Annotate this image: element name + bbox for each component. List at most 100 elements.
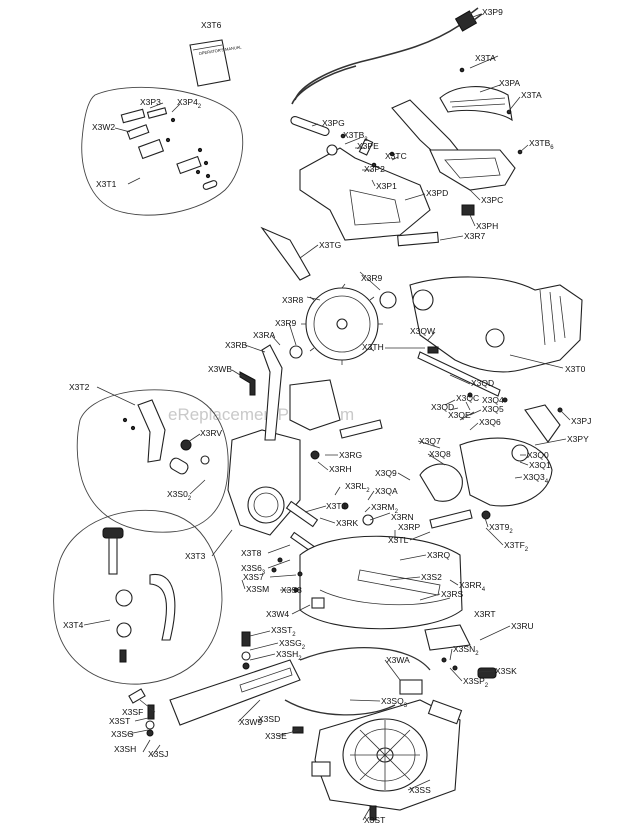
label-x3sn-sub: 2 [475, 651, 479, 657]
label-x3q4: X3Q4 [482, 395, 504, 405]
label-x3p4: X3P42 [177, 97, 202, 110]
base-x3ss [311, 699, 463, 821]
label-x3t2: X3T2 [69, 382, 90, 392]
label-x3rp: X3RP [398, 522, 421, 532]
label-x3ta: X3TA [475, 53, 496, 63]
label-x3q6: X3Q6 [479, 417, 501, 427]
group-outline-x3t4 [53, 509, 223, 685]
label-x3w4: X3W4 [266, 609, 289, 619]
label-x3t9: X3T92 [489, 522, 513, 535]
label-x3p9: X3P9 [482, 7, 503, 17]
base-small-parts [128, 557, 497, 737]
label-x3sp-sub: 2 [485, 683, 489, 689]
label-x3sk: X3SK [495, 666, 517, 676]
label-x3s7: X3S7 [243, 572, 264, 582]
handle-grip-x3pa [439, 86, 513, 122]
small-parts-x3t1 [120, 107, 218, 190]
label-x3tb2-sub: 2 [364, 137, 368, 143]
label-x3tl: X3TL [388, 535, 409, 545]
label-x3sf: X3SF [122, 707, 143, 717]
label-x3rr-sub: 4 [482, 587, 486, 593]
label-x3rg: X3RG [339, 450, 362, 460]
label-x3rl: X3RL2 [345, 481, 370, 494]
fence-x3sd [169, 659, 301, 726]
label-x3pg: X3PG [322, 118, 345, 128]
label-x3r9-top: X3R9 [361, 273, 383, 283]
label-x3t0: X3T0 [565, 364, 586, 374]
label-x3q1: X3Q1 [529, 460, 551, 470]
label-x3wa: X3WA [386, 655, 410, 665]
power-cord [291, 7, 483, 105]
label-x3rt: X3RT [474, 609, 496, 619]
label-x3rh: X3RH [329, 464, 352, 474]
label-x3tc: X3TC [385, 151, 407, 161]
label-x3wb: X3WB [208, 364, 232, 374]
label-x3w9: X3W9 [239, 717, 262, 727]
label-x3sq: X3SQ3 [381, 696, 408, 709]
label-x3sp: X3SP2 [463, 676, 489, 689]
label-x3se: X3SE [265, 731, 287, 741]
label-x3tb6-sub: 6 [550, 145, 554, 151]
part-labels: X3T6 X3P9 X3TA X3PA X3TA X3P3 X3P42 X3W2… [63, 7, 591, 825]
knob-and-rod-x3t4 [102, 527, 176, 663]
label-x3pe: X3PE [357, 141, 379, 151]
saw-blade-x3r8 [301, 283, 383, 365]
label-x3tf: X3TF2 [504, 540, 529, 553]
label-x3sh2: X3SH2 [276, 649, 302, 662]
label-x3t6: X3T6 [201, 20, 222, 30]
label-x3sg2: X3SG2 [279, 638, 306, 651]
mid-small-parts [180, 346, 563, 529]
label-x3t4: X3T4 [63, 620, 84, 630]
label-x3q5: X3Q5 [482, 404, 504, 414]
label-x3pc: X3PC [481, 195, 503, 205]
upper-guard-motor-x3t0 [409, 276, 583, 373]
label-x3ru: X3RU [511, 621, 534, 631]
label-x3t3: X3T3 [185, 551, 206, 561]
label-x3rq: X3RQ [427, 550, 451, 560]
label-x3rr: X3RR4 [459, 580, 486, 593]
label-x3rm: X3RM2 [371, 502, 399, 515]
label-x3ta-2: X3TA [521, 90, 542, 100]
handle-small-parts [260, 67, 523, 281]
label-x3qa: X3QA [375, 486, 398, 496]
lever-x3t2 [122, 399, 189, 475]
label-x3tf-sub: 2 [525, 547, 529, 553]
lower-guard-x3q7 [459, 404, 561, 507]
label-x3st2: X3ST2 [271, 625, 296, 638]
blade-washer [379, 291, 397, 309]
label-x3t9-sub: 2 [509, 529, 513, 535]
label-x3st-bottom: X3ST [364, 815, 385, 825]
handle-body-x3pd [299, 99, 516, 241]
label-x3ss: X3SS [409, 785, 431, 795]
label-x3p1: X3P1 [376, 181, 397, 191]
label-x3sg2-sub: 2 [302, 645, 306, 651]
label-x3sq-sub: 3 [404, 703, 408, 709]
label-x3tj: X3TJ [326, 501, 346, 511]
label-x3sg: X3SG [111, 729, 134, 739]
label-x3tg: X3TG [319, 240, 341, 250]
label-x3r8: X3R8 [282, 295, 304, 305]
label-x3th: X3TH [362, 342, 384, 352]
label-x3sh: X3SH [114, 744, 136, 754]
label-x3r9: X3R9 [275, 318, 297, 328]
label-x3r7: X3R7 [464, 231, 486, 241]
label-x3rn: X3RN [391, 512, 414, 522]
label-x3rv: X3RV [200, 428, 222, 438]
label-x3rs: X3RS [441, 589, 464, 599]
label-x3t1: X3T1 [96, 179, 117, 189]
label-x3tb2: X3TB2 [343, 130, 368, 143]
label-x3rl-sub: 2 [366, 488, 370, 494]
label-x3rk: X3RK [336, 518, 359, 528]
label-x3s2: X3S2 [421, 572, 442, 582]
label-x3sn: X3SN2 [453, 644, 479, 657]
label-x3p2: X3P2 [364, 164, 385, 174]
label-x3w2: X3W2 [92, 122, 115, 132]
label-x3q8: X3Q8 [429, 449, 451, 459]
label-x3s0: X3S02 [167, 489, 192, 502]
lower-guard-plate-x3q8 [419, 463, 463, 502]
label-x3pj: X3PJ [571, 416, 591, 426]
label-x3s6: X3S63 [241, 563, 266, 576]
label-x3qc: X3QC [456, 393, 479, 403]
label-x3sh2-sub: 2 [298, 656, 302, 662]
label-x3pd: X3PD [426, 188, 448, 198]
